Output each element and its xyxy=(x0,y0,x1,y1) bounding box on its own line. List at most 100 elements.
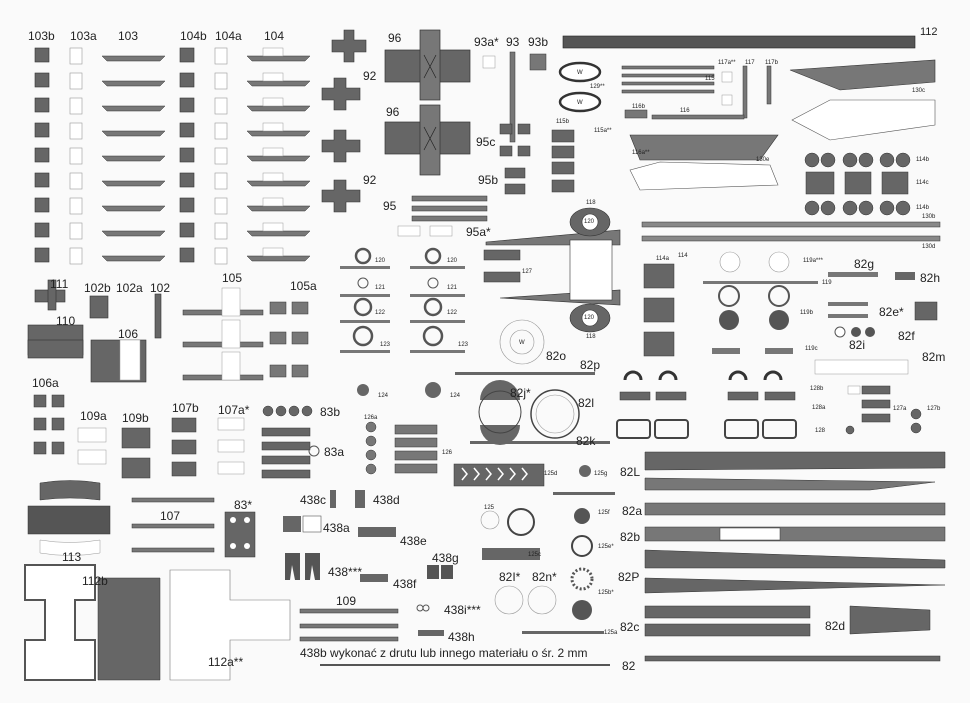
label-82f: 82f xyxy=(898,329,915,343)
label-107: 107 xyxy=(160,509,181,523)
label-82n: 82n* xyxy=(532,570,557,584)
label-112b: 112b xyxy=(82,574,108,588)
label-82k: 82k xyxy=(576,434,596,448)
label-103b: 103b xyxy=(28,29,55,43)
label-113: 113 xyxy=(62,550,82,564)
label-95: 95 xyxy=(383,199,397,213)
label-124-a: 124 xyxy=(378,393,389,399)
label-118: 118 xyxy=(586,200,596,206)
label-115a: 115a** xyxy=(594,128,612,134)
label-126a: 126a xyxy=(364,415,378,421)
label-121-b: 121 xyxy=(447,285,458,291)
label-95a: 95a* xyxy=(466,225,491,239)
label-82m: 82m xyxy=(922,350,946,364)
label-124-b: 124 xyxy=(450,393,461,399)
label-114a: 114a xyxy=(656,256,669,262)
label-122-a: 122 xyxy=(375,310,386,316)
label-120-b: 120 xyxy=(447,258,458,264)
label-82d: 82d xyxy=(825,619,846,633)
label-130d: 130d xyxy=(922,244,936,250)
label-82i: 82i xyxy=(849,338,866,352)
label-127b: 127b xyxy=(927,406,941,412)
label-114c: 114c xyxy=(916,180,929,186)
label-82o: 82o xyxy=(546,349,567,363)
label-438f: 438f xyxy=(393,577,417,591)
label-438: 438*** xyxy=(328,565,363,579)
label-120-a: 120 xyxy=(375,258,386,264)
label-82P: 82P xyxy=(618,570,640,584)
label-125c: 125c xyxy=(528,552,542,558)
label-114b-2: 114b xyxy=(916,205,929,211)
label-95b: 95b xyxy=(478,173,499,187)
wire-instruction-note: 438b wykonać z drutu lub innego materiał… xyxy=(300,646,588,660)
label-114: 114 xyxy=(678,253,688,259)
label-125f: 125f xyxy=(598,510,610,516)
label-107b: 107b xyxy=(172,401,199,415)
label-102: 102 xyxy=(150,281,171,295)
label-114b: 114b xyxy=(916,157,929,163)
label-438i: 438i*** xyxy=(444,603,481,617)
label-438e: 438e xyxy=(400,534,427,548)
label-118b: 118 xyxy=(586,334,596,340)
label-120-bottom: 120 xyxy=(584,315,595,321)
label-82e: 82e* xyxy=(879,305,904,319)
label-109: 109 xyxy=(336,594,357,608)
label-110: 110 xyxy=(56,314,76,328)
label-116b: 116b xyxy=(632,104,645,110)
label-123-a: 123 xyxy=(380,342,391,348)
label-438c: 438c xyxy=(300,493,327,507)
label-82h: 82h xyxy=(920,271,941,285)
label-116: 116 xyxy=(680,108,690,114)
label-82g: 82g xyxy=(854,257,875,271)
label-92b: 92 xyxy=(363,173,377,187)
label-129: 129** xyxy=(590,84,605,90)
label-121-a: 121 xyxy=(375,285,386,291)
label-112a: 112a** xyxy=(208,655,244,669)
label-82l: 82l xyxy=(578,396,595,410)
label-112: 112 xyxy=(920,26,938,38)
label-82L: 82L xyxy=(620,465,641,479)
label-96b: 96 xyxy=(386,105,400,119)
label-95c: 95c xyxy=(476,135,496,149)
part-103-104-strips xyxy=(101,55,311,262)
label-130e: 130e xyxy=(756,157,770,163)
label-128: 128 xyxy=(815,428,826,434)
label-125d: 125d xyxy=(544,471,558,477)
label-102a: 102a xyxy=(116,281,143,295)
label-119b: 119b xyxy=(800,310,813,316)
label-82j: 82j* xyxy=(510,386,531,400)
label-104: 104 xyxy=(264,29,285,43)
label-83: 83* xyxy=(234,498,253,512)
label-128b: 128b xyxy=(810,386,824,392)
label-119c: 119c xyxy=(805,346,818,352)
label-82a: 82a xyxy=(622,504,643,518)
label-105: 105 xyxy=(222,271,243,285)
label-115b: 115b xyxy=(556,119,569,125)
part-103b-column xyxy=(34,47,50,263)
label-119a: 119a*** xyxy=(803,258,823,264)
label-120-top: 120 xyxy=(584,219,595,225)
label-119: 119 xyxy=(822,280,832,286)
w-mark-2: W xyxy=(577,100,583,106)
label-122-b: 122 xyxy=(447,310,458,316)
label-82: 82 xyxy=(622,659,636,673)
label-93a: 93a* xyxy=(474,35,499,49)
part-95-strips xyxy=(411,195,488,222)
label-82I: 82I* xyxy=(499,570,521,584)
label-104b: 104b xyxy=(180,29,207,43)
label-106: 106 xyxy=(118,327,139,341)
part-112-bar xyxy=(562,35,916,49)
w-mark-1: W xyxy=(577,70,583,76)
part-92-crosses xyxy=(321,29,367,213)
label-438a: 438a xyxy=(323,521,350,535)
label-127a: 127a xyxy=(893,406,907,412)
label-127: 127 xyxy=(522,269,533,275)
label-125g: 125g xyxy=(594,471,608,477)
label-93: 93 xyxy=(506,35,520,49)
label-105a: 105a xyxy=(290,279,317,293)
label-83b: 83b xyxy=(320,405,341,419)
label-438h: 438h xyxy=(448,630,475,644)
label-125a: 125a xyxy=(604,630,618,636)
